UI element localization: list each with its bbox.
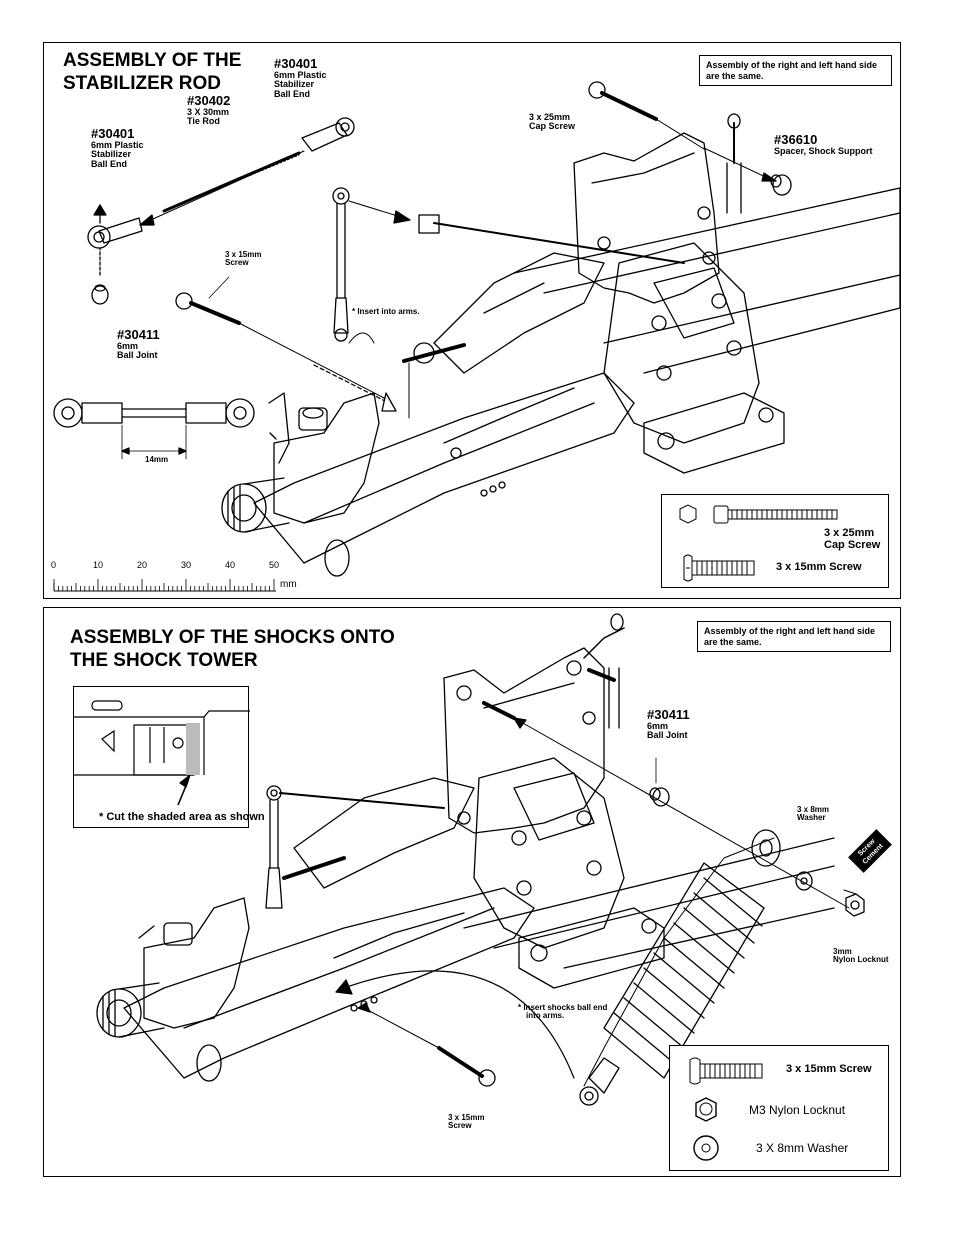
washer-label: 3 x 8mm Washer [797, 805, 830, 823]
ruler-unit: mm [280, 579, 297, 590]
screw15-label: 3 x 15mm Screw [225, 250, 262, 268]
cut-detail-inset: * Cut the shaded area as shown [73, 686, 265, 829]
insert-shocks-note: * Insert shocks ball end into arms. [518, 1003, 608, 1021]
part-label-ball-end-top: #30401 6mm Plastic Stabilizer Ball End [274, 56, 327, 99]
panel1-title: ASSEMBLY OF THE STABILIZER ROD [63, 50, 242, 94]
legend1-screw15: 3 x 15mm Screw [776, 561, 862, 573]
cap-screw-label: 3 x 25mm Cap Screw [529, 112, 576, 132]
ruler-tick-50: 50 [269, 560, 280, 570]
dimension-label: 14mm [145, 455, 169, 464]
part-label-ball-end-left: #30401 6mm Plastic Stabilizer Ball End [91, 126, 144, 169]
part-label-tie-rod: #30402 3 X 30mm Tie Rod [187, 93, 231, 127]
panel1-hardware-legend: 3 x 25mm Cap Screw 3 x 15mm Screw [661, 494, 889, 588]
legend2-washer: 3 X 8mm Washer [756, 1141, 849, 1155]
inset-caption: * Cut the shaded area as shown [99, 811, 265, 823]
stabilizer-rod-panel: ASSEMBLY OF THE STABILIZER ROD Assembly … [43, 42, 901, 599]
panel2-note: Assembly of the right and left hand side… [697, 621, 891, 652]
stabilizer-assembly-drawing [44, 43, 902, 600]
ruler-tick-0: 0 [51, 560, 57, 570]
panel2-hardware-legend: 3 x 15mm Screw M3 Nylon Locknut 3 X 8mm … [669, 1045, 889, 1171]
part-label-ball-joint: #30411 6mm Ball Joint [117, 327, 160, 361]
insert-arms-note: * Insert into arms. [352, 307, 420, 316]
ruler-tick-10: 10 [93, 560, 104, 570]
ruler-tick-40: 40 [225, 560, 236, 570]
ruler-tick-20: 20 [137, 560, 148, 570]
part-label-ball-joint-2: #30411 6mm Ball Joint [647, 707, 690, 741]
locknut-label: 3mm Nylon Locknut [833, 947, 889, 965]
panel2-title: ASSEMBLY OF THE SHOCKS ONTO THE SHOCK TO… [70, 627, 395, 671]
legend2-drawing [670, 1046, 890, 1172]
ruler-tick-30: 30 [181, 560, 192, 570]
legend2-locknut: M3 Nylon Locknut [749, 1103, 846, 1117]
screw15-label-2: 3 x 15mm Screw [448, 1113, 485, 1131]
legend1-cap-screw: 3 x 25mm Cap Screw [824, 527, 881, 551]
legend1-drawing [662, 495, 890, 589]
part-label-spacer: #36610 Spacer, Shock Support [774, 132, 873, 156]
legend2-screw15: 3 x 15mm Screw [786, 1063, 872, 1075]
panel1-note: Assembly of the right and left hand side… [699, 55, 892, 86]
shock-tower-panel: ASSEMBLY OF THE SHOCKS ONTO THE SHOCK TO… [43, 607, 901, 1177]
shock-assembly-drawing [44, 608, 902, 1178]
cut-detail-drawing [74, 687, 250, 829]
